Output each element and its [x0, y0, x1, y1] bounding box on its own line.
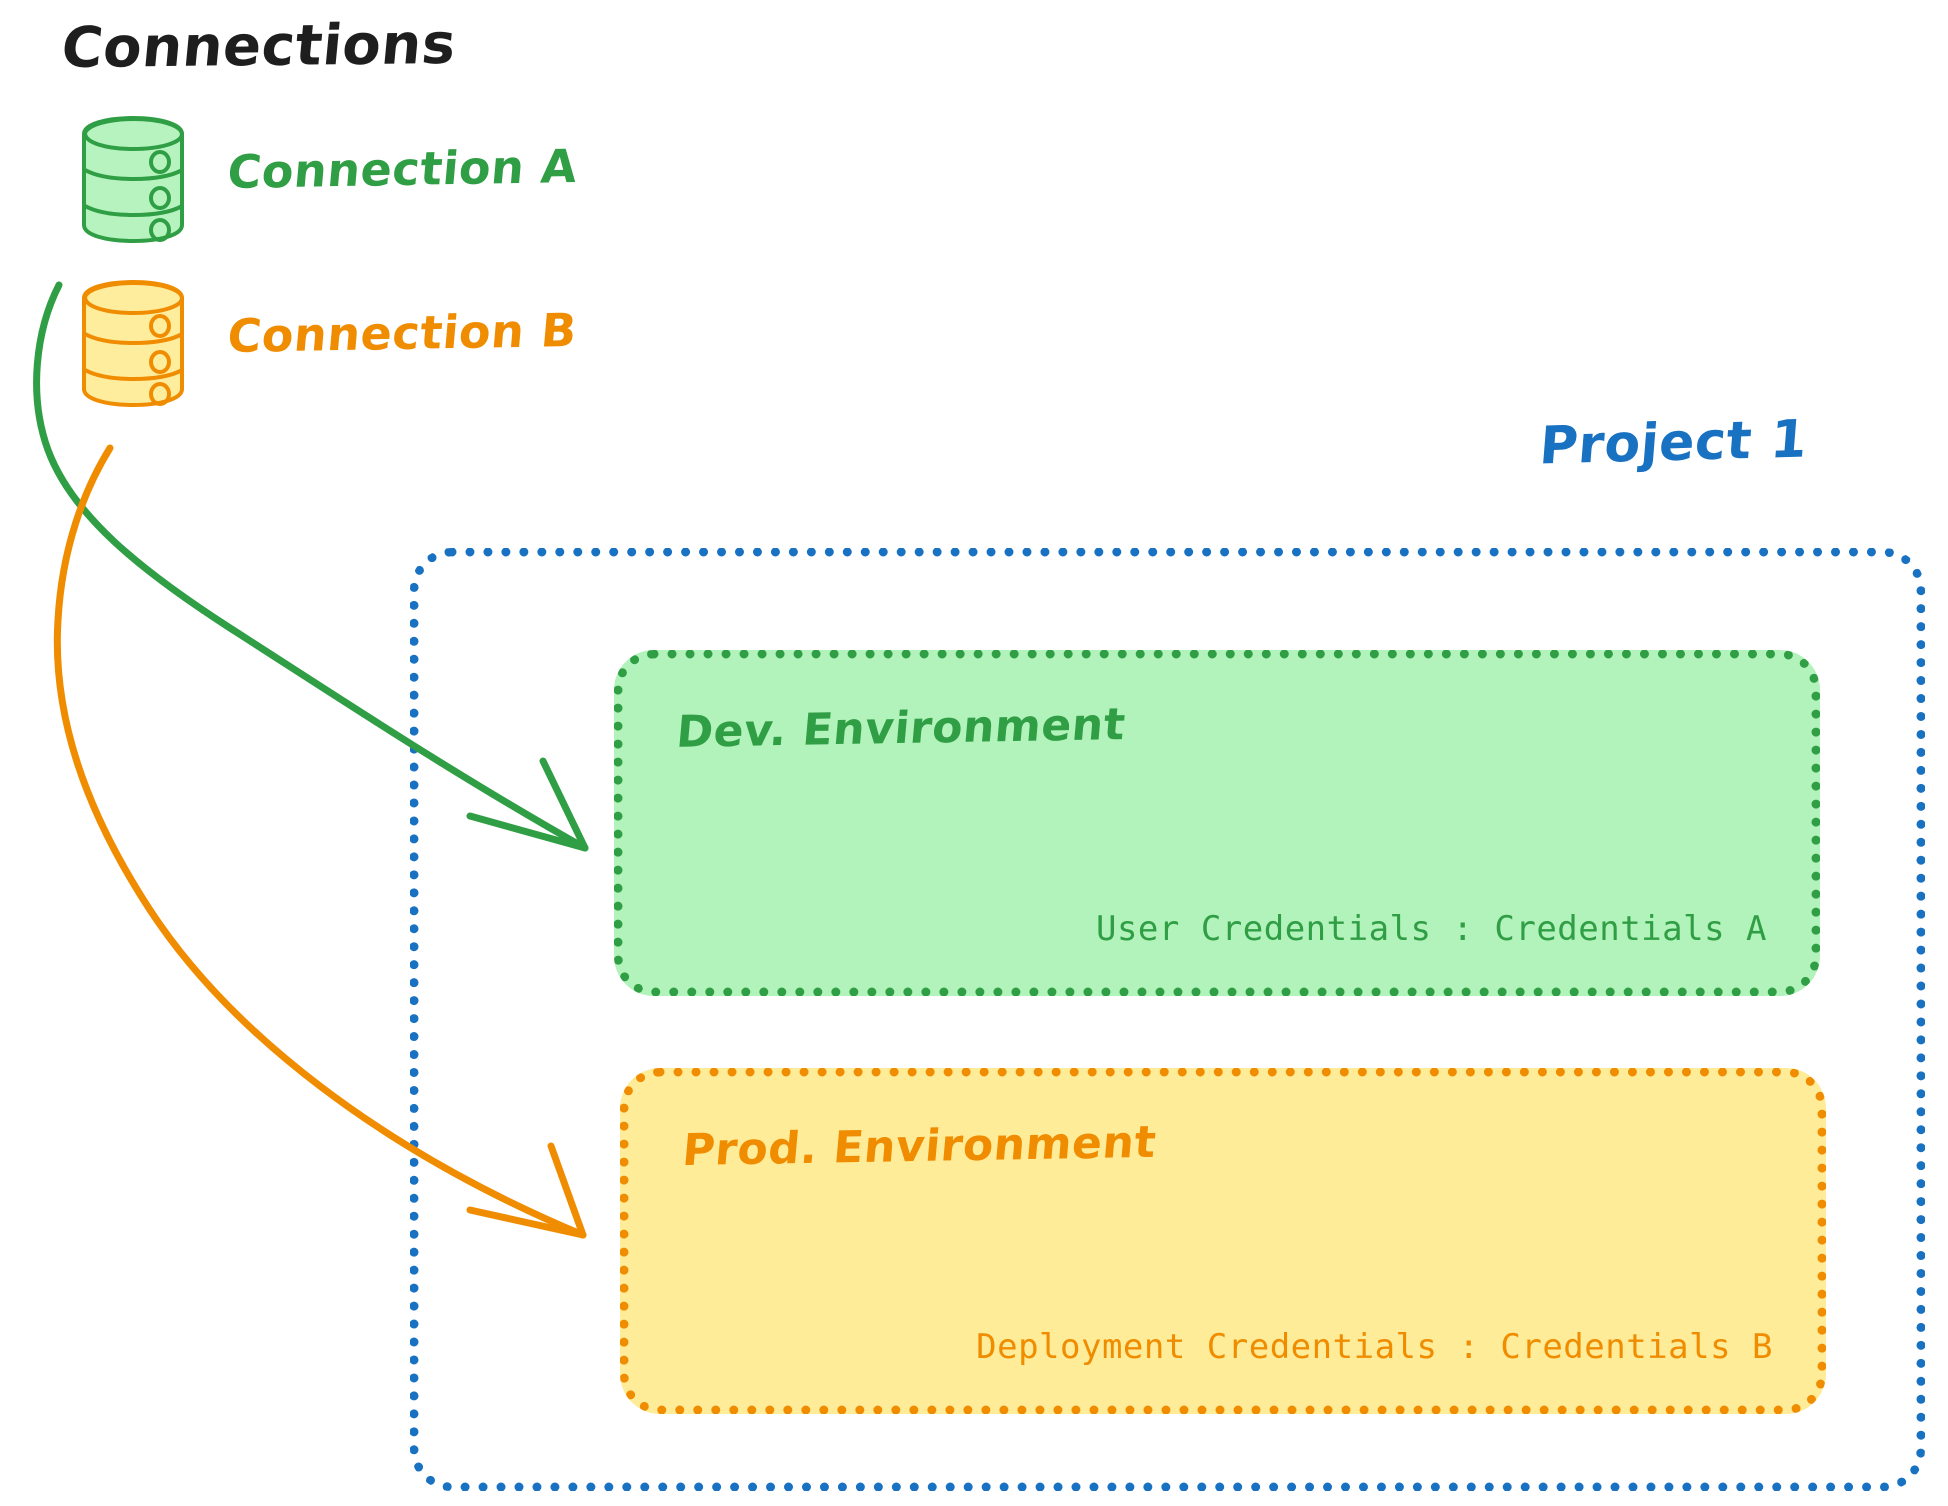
database-icon: [78, 112, 188, 251]
prod-environment-credentials: Deployment Credentials : Credentials B: [976, 1327, 1773, 1367]
database-icon: [78, 276, 188, 415]
dev-environment-box: Dev. Environment User Credentials : Cred…: [614, 650, 1820, 996]
dev-environment-credentials: User Credentials : Credentials A: [1095, 909, 1767, 949]
dev-environment-title: Dev. Environment: [674, 699, 1128, 758]
connection-b-label: Connection B: [225, 302, 580, 364]
prod-environment-box: Prod. Environment Deployment Credentials…: [620, 1068, 1826, 1414]
connection-a-label: Connection A: [225, 138, 580, 200]
page-title: Connections: [58, 11, 459, 82]
prod-environment-title: Prod. Environment: [680, 1116, 1159, 1177]
project-title: Project 1: [1537, 409, 1810, 477]
